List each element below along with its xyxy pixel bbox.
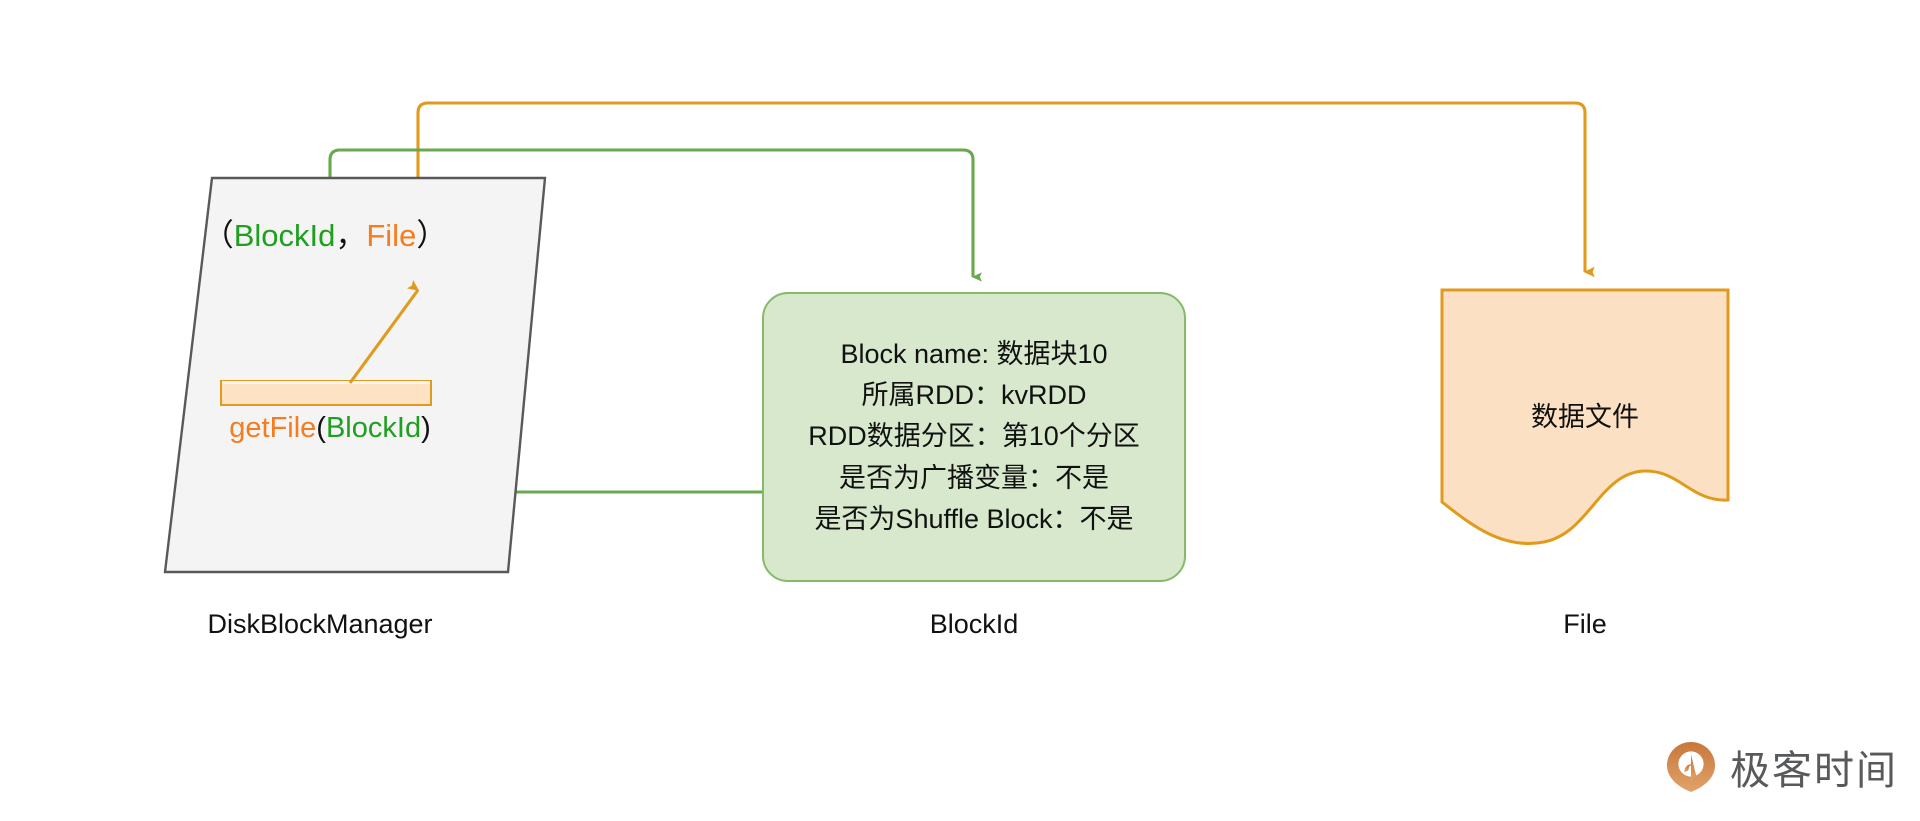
connector-file-to-filedoc [416, 101, 1595, 278]
file-document-label: 数据文件 [1531, 402, 1639, 432]
blockid-line-4: 是否为Shuffle Block：不是 [814, 503, 1134, 534]
geektime-logo-icon [1667, 742, 1715, 792]
tuple-value-file: File [366, 218, 417, 253]
blockid-line-0: Block name: 数据块10 [840, 339, 1108, 370]
tuple-comma: ， [335, 218, 367, 253]
blockid-file-tuple: （BlockId，File） [160, 210, 490, 255]
getfile-argument-blockid: BlockId [325, 412, 422, 444]
blockid-line-2: RDD数据分区：第10个分区 [808, 421, 1140, 452]
geektime-watermark-text: 极客时间 [1730, 748, 1898, 794]
getfile-method-name: getFile [229, 412, 317, 444]
blockid-detail-box[interactable]: Block name: 数据块10 所属RDD：kvRDD RDD数据分区：第1… [762, 292, 1186, 582]
geektime-logo-arrow [1691, 754, 1697, 782]
tuple-open-paren: （ [202, 218, 234, 253]
tuple-close-paren: ） [416, 218, 448, 253]
caption-disk-block-manager: DiskBlockManager [207, 609, 433, 639]
tuple-key-blockid: BlockId [233, 218, 336, 253]
getfile-call-label: getFile(BlockId) [180, 412, 480, 445]
disk-block-manager-node[interactable]: （BlockId，File） getFile(BlockId) [160, 172, 540, 572]
geektime-logo-tail [1684, 764, 1691, 773]
caption-blockid: BlockId [929, 609, 1019, 639]
blockid-line-1: 所属RDD：kvRDD [861, 380, 1087, 411]
geektime-watermark: 极客时间 [1665, 738, 1898, 796]
blockid-line-3: 是否为广播变量：不是 [839, 462, 1109, 493]
file-document-path [1440, 288, 1730, 545]
file-document-shape[interactable] [1440, 288, 1730, 580]
getfile-method-bar-open-top [222, 381, 430, 384]
getfile-open-paren: ( [316, 412, 326, 444]
getfile-close-paren: ) [421, 412, 431, 444]
caption-file: File [1563, 609, 1607, 639]
